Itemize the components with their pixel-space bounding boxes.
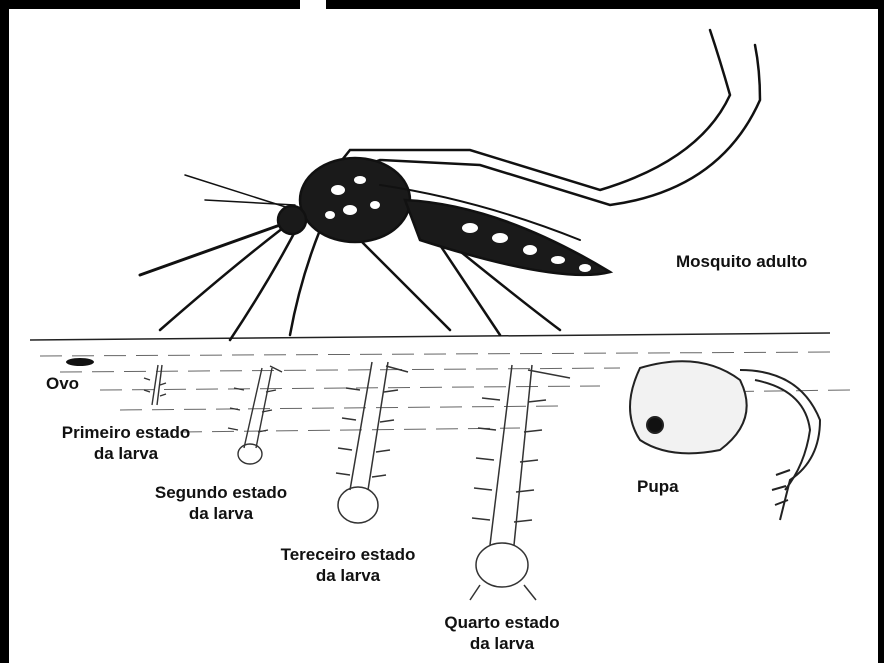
larva-stage-2-drawing — [228, 366, 282, 464]
larva-stage-3-drawing — [336, 362, 408, 523]
larva-stage-2-label-line1: Segundo estado — [130, 482, 312, 503]
larva-stage-3-label-line2: da larva — [250, 565, 446, 586]
larva-stage-1-label: Primeiro estado da larva — [33, 422, 219, 464]
larva-stage-1-label-line1: Primeiro estado — [33, 422, 219, 443]
larva-stage-1-label-line2: da larva — [33, 443, 219, 464]
larva-stage-3-label: Tereceiro estado da larva — [250, 544, 446, 586]
larva-stage-3-label-line1: Tereceiro estado — [250, 544, 446, 565]
larva-stage-2-label-line2: da larva — [130, 503, 312, 524]
adult-mosquito-drawing — [140, 30, 760, 340]
egg-drawing — [66, 358, 94, 366]
adult-mosquito-label-text: Mosquito adulto — [676, 251, 807, 272]
adult-mosquito-label: Mosquito adulto — [676, 251, 807, 272]
larva-stage-4-drawing — [470, 365, 570, 600]
egg-label-text: Ovo — [46, 373, 79, 394]
larva-stage-4-label: Quarto estado da larva — [420, 612, 584, 654]
larva-stage-4-label-line1: Quarto estado — [420, 612, 584, 633]
pupa-label: Pupa — [637, 476, 679, 497]
pupa-label-text: Pupa — [637, 476, 679, 497]
egg-label: Ovo — [46, 373, 79, 394]
larva-stage-4-label-line2: da larva — [420, 633, 584, 654]
larva-stage-2-label: Segundo estado da larva — [130, 482, 312, 524]
